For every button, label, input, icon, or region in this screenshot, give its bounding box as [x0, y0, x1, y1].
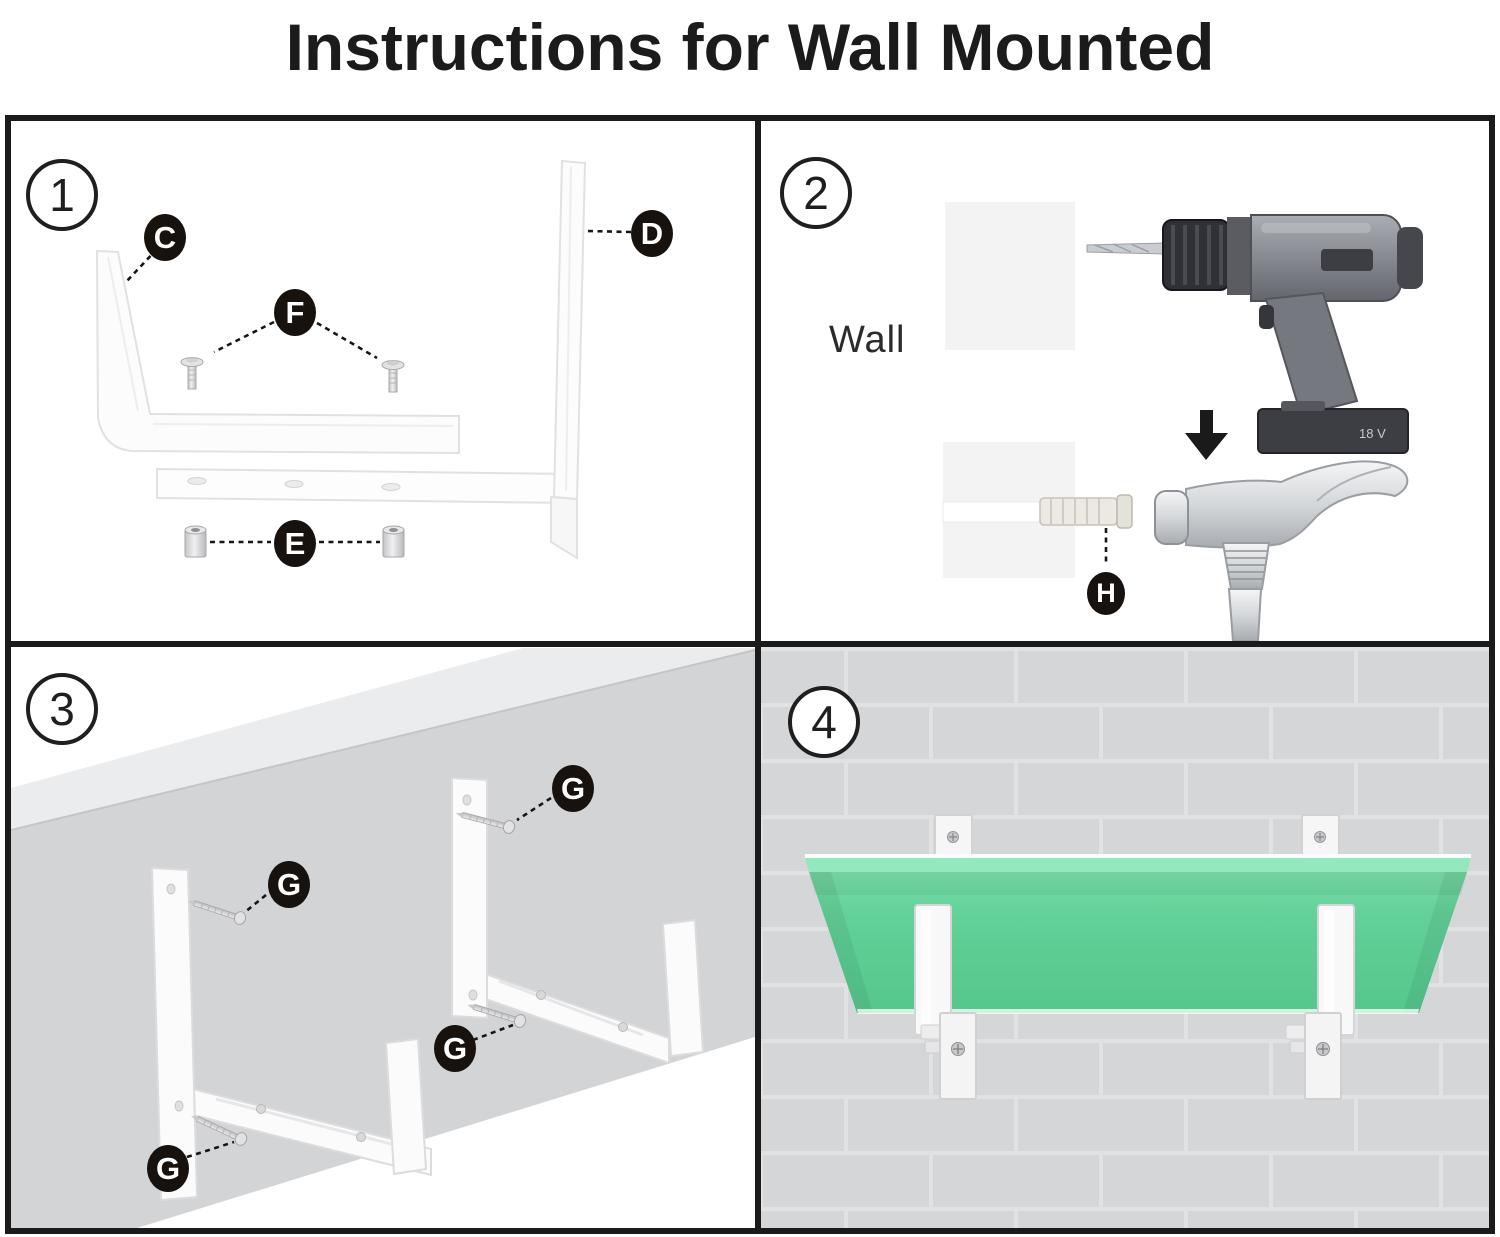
step1-parts-diagram [95, 159, 632, 560]
step-number-badge: 1 [26, 159, 98, 231]
arrow-down-icon [1185, 410, 1228, 460]
screw-g-icon [191, 1115, 248, 1146]
bracket-wall-plate-right [1301, 814, 1340, 862]
spacer-icon [184, 525, 207, 558]
part-label-d: D [631, 210, 673, 257]
bracket-lower-plate-right [1285, 1012, 1342, 1100]
spacer-icon [382, 525, 405, 558]
grid-horizontal-divider [11, 641, 1489, 647]
part-label-g-1: G [552, 765, 594, 812]
bracket-d-icon [550, 159, 587, 560]
battery-voltage-label: 18 V [1359, 426, 1386, 441]
page-title: Instructions for Wall Mounted [285, 10, 1215, 84]
part-label-g-4: G [147, 1145, 189, 1192]
screw-f-icon [381, 360, 405, 393]
step-4-panel: 4 [761, 647, 1489, 1228]
wall-block-upper [945, 202, 1075, 350]
screw-g-icon [467, 1003, 527, 1028]
part-label-e: E [274, 520, 316, 567]
leader-lines [125, 229, 632, 544]
hammer-icon [1154, 460, 1409, 641]
step3-mounting-diagram [11, 648, 755, 1228]
bracket-c-icon [95, 249, 460, 455]
instruction-grid: 1 C D F E [5, 115, 1495, 1234]
bracket-icon-right [451, 776, 705, 1065]
part-label-c: C [144, 214, 186, 261]
step-number-badge: 4 [788, 686, 860, 758]
part-label-h: H [1087, 572, 1125, 615]
step-1-panel: 1 C D F E [11, 121, 755, 641]
wall-label: Wall [829, 319, 906, 361]
step4-result-diagram [761, 647, 1489, 1228]
planter-box [805, 854, 1471, 1014]
step-number-badge: 3 [26, 673, 98, 745]
screw-g-icon [187, 900, 247, 925]
screw-f-icon [180, 357, 204, 390]
part-label-g-3: G [434, 1025, 476, 1072]
wall-anchor-icon [1039, 494, 1133, 529]
step-2-panel: 18 V 2 Wall H [761, 121, 1489, 641]
bracket-icon-left [150, 866, 432, 1202]
bracket-lower-plate-left [920, 1012, 977, 1100]
step-3-panel: 3 G G G G [11, 647, 755, 1228]
screw-g-icon [455, 811, 516, 834]
grid-vertical-divider [755, 121, 761, 1228]
part-label-g-2: G [268, 861, 310, 908]
step-number-badge: 2 [780, 157, 852, 229]
part-label-f: F [274, 289, 316, 336]
step2-tools-diagram: 18 V [942, 202, 1423, 641]
bracket-front-arm-left [914, 904, 952, 1036]
drilled-hole [942, 501, 1041, 523]
bracket-bar-icon [156, 467, 577, 505]
leader-lines [186, 796, 552, 1159]
drill-icon: 18 V [1086, 214, 1423, 454]
